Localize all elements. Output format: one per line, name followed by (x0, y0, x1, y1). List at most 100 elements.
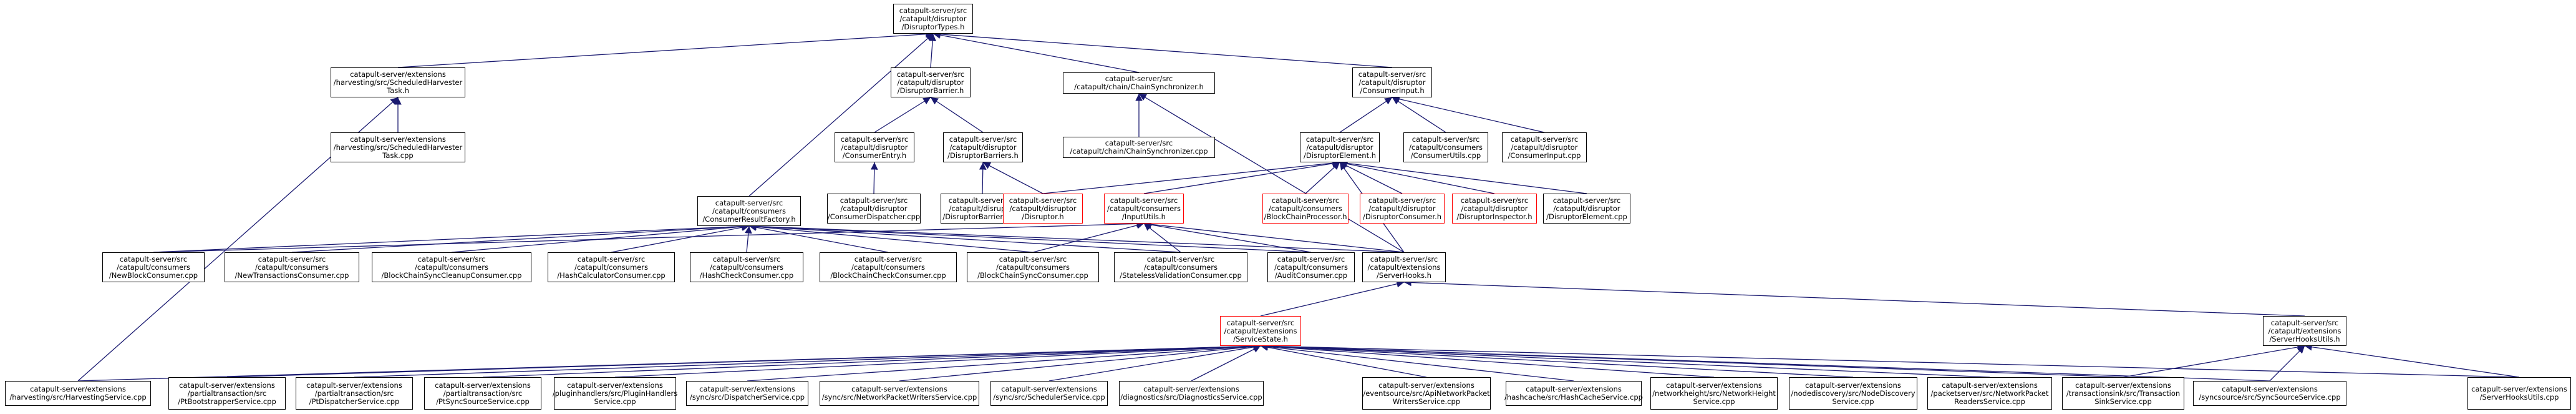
node-label-line: /ServiceState.h (1233, 334, 1288, 343)
node-label-line: WritersService.cpp (1392, 397, 1461, 406)
node-label-line: /catapult/consumers (415, 262, 488, 272)
dependency-edge (1392, 95, 1545, 133)
node-label-line: /NewTransactionsConsumer.cpp (235, 270, 349, 280)
dependency-edge (1339, 162, 1403, 194)
node-disruptor-element-cpp[interactable]: catapult-server/src/catapult/disruptor/D… (1543, 194, 1630, 224)
node-scheduler-service-cpp[interactable]: catapult-server/extensions/sync/src/Sche… (990, 381, 1108, 406)
dependency-edge (748, 223, 1034, 253)
node-diagnostics-service-cpp[interactable]: catapult-server/extensions/diagnostics/s… (1119, 381, 1264, 406)
dependency-edge (611, 224, 750, 253)
node-label-line: /nodediscovery/src/NodeDiscovery (1791, 388, 1915, 398)
node-network-packet-readers-service-cpp[interactable]: catapult-server/extensions/packetserver/… (1927, 377, 2052, 410)
node-disruptor-h[interactable]: catapult-server/src/catapult/disruptor/D… (1003, 194, 1083, 224)
node-label-line: /catapult/disruptor (899, 14, 967, 23)
node-sync-source-service-cpp[interactable]: catapult-server/extensions/syncsource/sr… (2193, 381, 2346, 406)
node-plugin-handlers-service-cpp[interactable]: catapult-server/extensions/pluginhandler… (553, 377, 677, 410)
node-input-utils-h[interactable]: catapult-server/src/catapult/consumers/I… (1104, 194, 1184, 224)
node-label-line: /DisruptorConsumer.h (1362, 212, 1442, 221)
node-label-line: Task.cpp (382, 150, 414, 160)
node-label-line: /ConsumerResultFactory.h (702, 214, 796, 224)
node-label-line: /catapult/consumers (574, 262, 648, 272)
node-new-transactions-consumer-cpp[interactable]: catapult-server/src/catapult/consumers/N… (225, 252, 359, 282)
node-label-line: catapult-server/src (1105, 139, 1173, 147)
node-label-line: catapult-server/src (949, 134, 1017, 144)
node-server-hooks-h[interactable]: catapult-server/src/catapult/extensions/… (1362, 252, 1446, 282)
node-label-line: /DisruptorElement.cpp (1546, 212, 1627, 221)
node-hash-calculator-consumer-cpp[interactable]: catapult-server/src/catapult/consumers/H… (548, 252, 675, 282)
node-label-line: /ConsumerEntry.h (842, 150, 907, 160)
node-transaction-sink-service-cpp[interactable]: catapult-server/extensions/transactionsi… (2062, 377, 2184, 410)
node-consumer-utils-cpp[interactable]: catapult-server/src/catapult/consumers/C… (1403, 132, 1488, 162)
node-label-line: catapult-server/extensions (2222, 385, 2318, 393)
node-pt-bootstrapper-service-cpp[interactable]: catapult-server/extensions/partialtransa… (168, 377, 286, 410)
node-label-line: /Disruptor.h (1022, 212, 1064, 221)
node-pt-sync-source-service-cpp[interactable]: catapult-server/extensions/partialtransa… (424, 377, 541, 410)
node-label-line: catapult-server/extensions (1942, 380, 2038, 390)
node-label-line: Service.cpp (1693, 397, 1735, 406)
node-disruptor-element-h[interactable]: catapult-server/src/catapult/disruptor/D… (1300, 132, 1380, 162)
node-pt-dispatcher-service-cpp[interactable]: catapult-server/extensions/partialtransa… (296, 377, 413, 410)
dependency-edge (1042, 159, 1340, 194)
node-label-line: catapult-server/extensions (2075, 380, 2171, 390)
node-consumer-dispatcher-cpp[interactable]: catapult-server/src/catapult/disruptor/C… (827, 194, 921, 224)
node-node-discovery-service-cpp[interactable]: catapult-server/extensions/nodediscovery… (1789, 377, 1917, 410)
node-label-line: /networkheight/src/NetworkHeight (1652, 388, 1776, 398)
node-hash-check-consumer-cpp[interactable]: catapult-server/src/catapult/consumers/H… (690, 252, 803, 282)
dependency-edge (614, 342, 1261, 378)
node-label-line: catapult-server/extensions (1805, 380, 1901, 390)
node-server-hooks-utils-h[interactable]: catapult-server/src/catapult/extensions/… (2263, 316, 2346, 346)
node-label-line: catapult-server/extensions (435, 380, 531, 390)
node-scheduled-harvester-task-h[interactable]: catapult-server/extensions/harvesting/sr… (331, 67, 465, 97)
node-label-line: catapult-server/extensions (350, 134, 446, 144)
node-api-network-packet-writers-service-cpp[interactable]: catapult-server/extensions/eventsource/s… (1362, 377, 1491, 410)
node-label-line: /transactionsink/src/Transaction (2066, 388, 2181, 398)
dependency-edge (1260, 343, 1427, 378)
node-network-packet-writers-service-cpp[interactable]: catapult-server/extensions/sync/src/Netw… (820, 381, 979, 406)
node-hash-cache-service-cpp[interactable]: catapult-server/extensions/hashcache/src… (1504, 381, 1643, 406)
node-dispatcher-service-cpp[interactable]: catapult-server/extensions/sync/src/Disp… (686, 381, 808, 406)
node-disruptor-barrier-h[interactable]: catapult-server/src/catapult/disruptor/D… (891, 67, 971, 97)
node-block-chain-sync-consumer-cpp[interactable]: catapult-server/src/catapult/consumers/B… (967, 252, 1099, 282)
node-block-chain-check-consumer-cpp[interactable]: catapult-server/src/catapult/consumers/B… (820, 252, 957, 282)
node-consumer-result-factory-h[interactable]: catapult-server/src/catapult/consumers/C… (697, 196, 801, 226)
node-block-chain-processor-h[interactable]: catapult-server/src/catapult/consumers/B… (1262, 194, 1349, 224)
dependency-edge (982, 162, 1043, 194)
node-label-line: SinkService.cpp (2094, 397, 2152, 406)
node-service-state-h[interactable]: catapult-server/src/catapult/extensions/… (1220, 316, 1301, 346)
node-label-line: /BlockChainSyncConsumer.cpp (977, 270, 1088, 280)
dependency-edge (1260, 280, 1405, 317)
node-chain-synchronizer-cpp[interactable]: catapult-server/src/catapult/chain/Chain… (1063, 137, 1215, 158)
dependency-edge (2123, 343, 2305, 378)
node-label-line: /catapult/disruptor (841, 142, 908, 152)
node-label-line: catapult-server/extensions (350, 69, 446, 79)
node-label-line: /catapult/consumers (996, 262, 1070, 272)
node-label-line: /catapult/chain/ChainSynchronizer.cpp (1070, 147, 1208, 155)
node-label-line: /HashCalculatorConsumer.cpp (557, 270, 666, 280)
node-label-line: catapult-server/src (948, 195, 1017, 205)
node-block-chain-sync-cleanup-consumer-cpp[interactable]: catapult-server/src/catapult/consumers/B… (372, 252, 531, 282)
node-disruptor-inspector-h[interactable]: catapult-server/src/catapult/disruptor/D… (1452, 194, 1537, 224)
node-label-line: /catapult/consumers (1107, 204, 1181, 213)
node-stateless-validation-consumer-cpp[interactable]: catapult-server/src/catapult/consumers/S… (1114, 252, 1247, 282)
node-audit-consumer-cpp[interactable]: catapult-server/src/catapult/consumers/A… (1267, 252, 1355, 282)
node-server-hooks-utils-cpp[interactable]: catapult-server/extensions/ServerHooksUt… (2467, 377, 2571, 410)
node-consumer-input-h[interactable]: catapult-server/src/catapult/disruptor/C… (1352, 67, 1432, 97)
dependency-edge (930, 97, 984, 133)
node-consumer-input-cpp[interactable]: catapult-server/src/catapult/disruptor/C… (1502, 132, 1587, 162)
node-chain-synchronizer-h[interactable]: catapult-server/src/catapult/chain/Chain… (1063, 72, 1215, 94)
node-network-height-service-cpp[interactable]: catapult-server/extensions/networkheight… (1650, 377, 1778, 410)
node-scheduled-harvester-task-cpp[interactable]: catapult-server/extensions/harvesting/sr… (331, 132, 465, 162)
node-label-line: /diagnostics/src/DiagnosticsService.cpp (1120, 393, 1262, 402)
node-consumer-entry-h[interactable]: catapult-server/src/catapult/disruptor/C… (835, 132, 914, 162)
node-label-line: catapult-server/src (1271, 195, 1340, 205)
node-disruptor-barriers-h[interactable]: catapult-server/src/catapult/disruptor/D… (943, 132, 1023, 162)
node-label-line: Service.cpp (594, 397, 636, 406)
dependency-edge (979, 162, 987, 194)
dependency-edge (1143, 223, 1181, 253)
node-label-line: /catapult/extensions (1367, 262, 1441, 272)
node-harvesting-service-cpp[interactable]: catapult-server/extensions/harvesting/sr… (5, 381, 151, 406)
node-label-line: /catapult/disruptor (1511, 142, 1578, 152)
node-label-line: /catapult/disruptor (1358, 77, 1426, 87)
node-disruptor-consumer-h[interactable]: catapult-server/src/catapult/disruptor/D… (1360, 194, 1445, 224)
node-new-block-consumer-cpp[interactable]: catapult-server/src/catapult/consumers/N… (102, 252, 205, 282)
